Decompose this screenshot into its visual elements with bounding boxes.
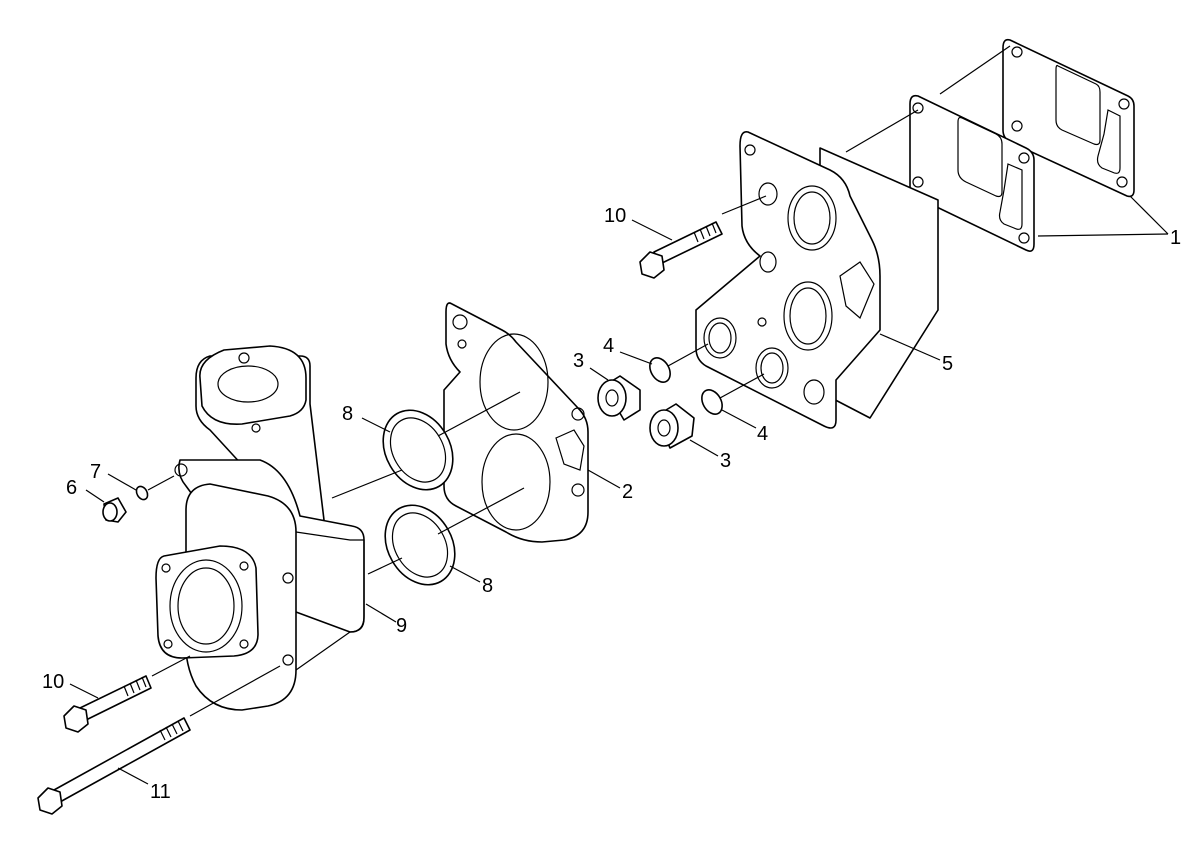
callout-2: 2 (622, 481, 633, 503)
assembly-lines (147, 45, 1011, 717)
part-1-gasket-rear (1002, 38, 1135, 198)
callout-labels: 1 2 3 3 4 4 5 6 7 8 8 9 10 10 11 (42, 205, 1181, 803)
callout-1: 1 (1170, 227, 1181, 249)
callout-7: 7 (90, 461, 101, 483)
part-3-sleeve-lower (649, 403, 695, 449)
callout-4-upper: 4 (603, 335, 614, 357)
callout-11: 11 (150, 781, 171, 803)
part-2-gasket (443, 302, 589, 543)
callout-5: 5 (942, 353, 953, 375)
part-10-bolt-upper (639, 221, 723, 279)
part-3-sleeve-upper (597, 375, 641, 421)
part-8-oring-lower (384, 504, 456, 586)
callout-3-upper: 3 (573, 350, 584, 372)
callout-8-lower: 8 (482, 575, 493, 597)
part-5-adapter-housing (695, 130, 939, 429)
callout-9: 9 (396, 615, 407, 637)
part-8-oring-upper (382, 409, 454, 491)
callout-8-upper: 8 (342, 403, 353, 425)
part-7-seal (135, 485, 149, 501)
callout-3-lower: 3 (720, 450, 731, 472)
callout-10-upper: 10 (604, 205, 626, 227)
callout-6: 6 (66, 477, 77, 499)
leader-lines (69, 195, 1169, 785)
part-6-plug (102, 497, 127, 523)
callout-10-lower: 10 (42, 671, 64, 693)
callout-4-lower: 4 (757, 423, 768, 445)
part-4-ring-lower (701, 389, 723, 415)
part-4-ring-upper (649, 357, 671, 383)
part-9-pump-housing (155, 345, 365, 711)
part-11-bolt-long (37, 717, 191, 815)
part-10-bolt-lower (63, 675, 152, 733)
part-1-gasket-front (909, 94, 1035, 252)
